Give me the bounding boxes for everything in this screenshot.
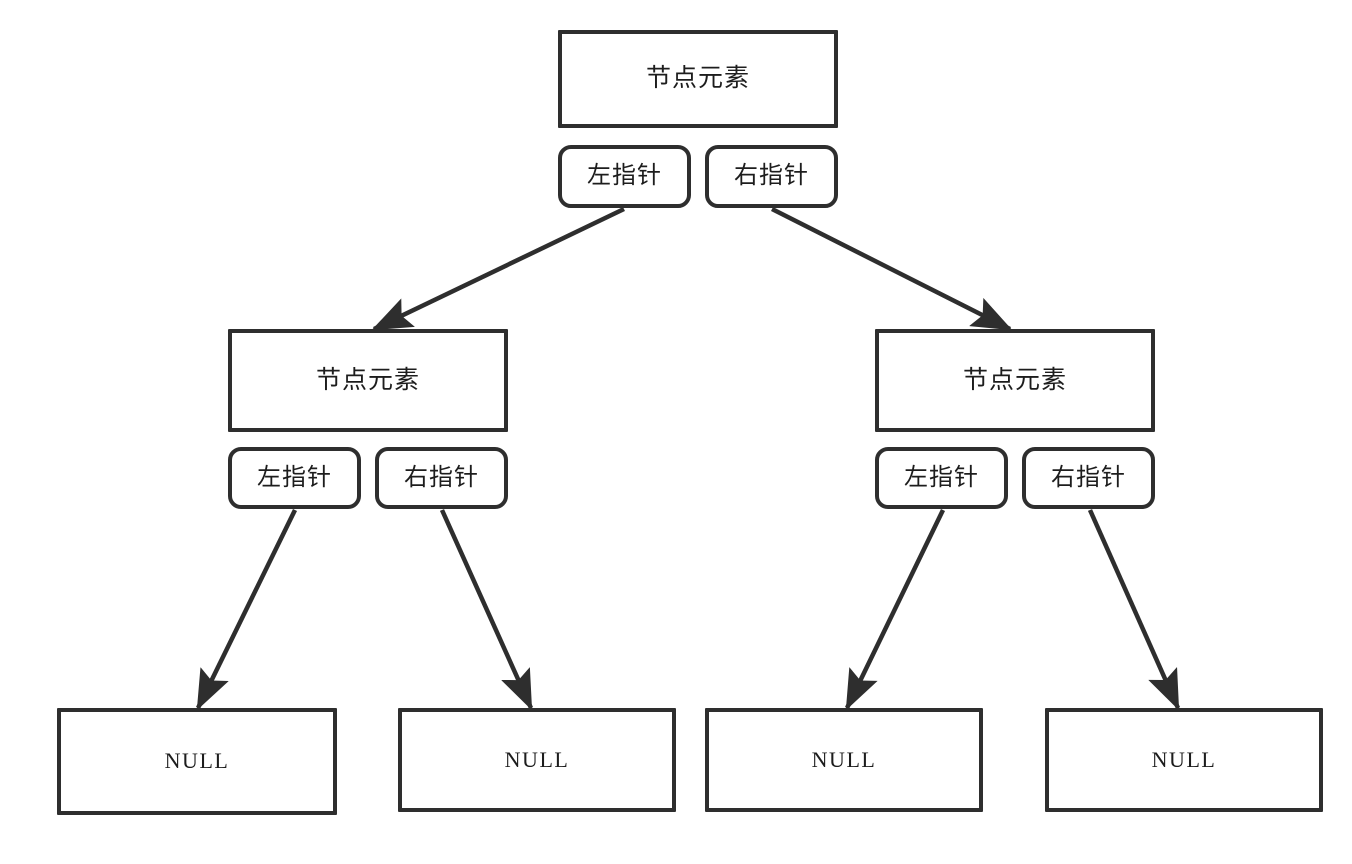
- node-root-left-pointer-label: 左指针: [587, 163, 662, 190]
- node-left-child-right-pointer-box[interactable]: 右指针: [375, 447, 508, 509]
- leaf-null-2-box[interactable]: NULL: [398, 708, 676, 812]
- leaf-null-3-label: NULL: [811, 746, 877, 772]
- node-left-child-left-pointer-label: 左指针: [257, 464, 332, 491]
- node-root-right-pointer-box[interactable]: 右指针: [705, 145, 838, 208]
- edge-right-child-left-to-null-3: [844, 509, 946, 711]
- node-left-child-right-pointer-label: 右指针: [404, 464, 479, 491]
- leaf-null-3-box[interactable]: NULL: [705, 708, 983, 812]
- node-root-right-pointer-label: 右指针: [734, 163, 809, 190]
- node-left-child-left-pointer-box[interactable]: 左指针: [228, 447, 361, 509]
- edge-root-right-to-right-child: [770, 206, 1013, 332]
- node-root-left-pointer-box[interactable]: 左指针: [558, 145, 691, 208]
- node-right-child-left-pointer-label: 左指针: [904, 464, 979, 491]
- node-right-child-element-label: 节点元素: [962, 366, 1067, 394]
- edge-right-child-right-to-null-4: [1087, 509, 1181, 711]
- node-right-child-right-pointer-box[interactable]: 右指针: [1022, 447, 1155, 509]
- node-root-element-label: 节点元素: [645, 65, 750, 93]
- edge-left-child-right-to-null-2: [439, 509, 534, 711]
- node-right-child-element-box[interactable]: 节点元素: [875, 329, 1155, 432]
- node-right-child-left-pointer-box[interactable]: 左指针: [875, 447, 1008, 509]
- leaf-null-4-box[interactable]: NULL: [1045, 708, 1323, 812]
- edge-left-child-left-to-null-1: [195, 509, 298, 711]
- node-left-child-element-box[interactable]: 节点元素: [228, 329, 508, 432]
- leaf-null-1-label: NULL: [164, 748, 230, 774]
- leaf-null-2-label: NULL: [504, 746, 570, 772]
- leaf-null-4-label: NULL: [1151, 746, 1217, 772]
- node-left-child-element-label: 节点元素: [315, 366, 420, 394]
- leaf-null-1-box[interactable]: NULL: [57, 708, 337, 815]
- edge-root-left-to-left-child: [371, 206, 625, 332]
- node-root-element-box[interactable]: 节点元素: [558, 30, 838, 128]
- node-right-child-right-pointer-label: 右指针: [1051, 464, 1126, 491]
